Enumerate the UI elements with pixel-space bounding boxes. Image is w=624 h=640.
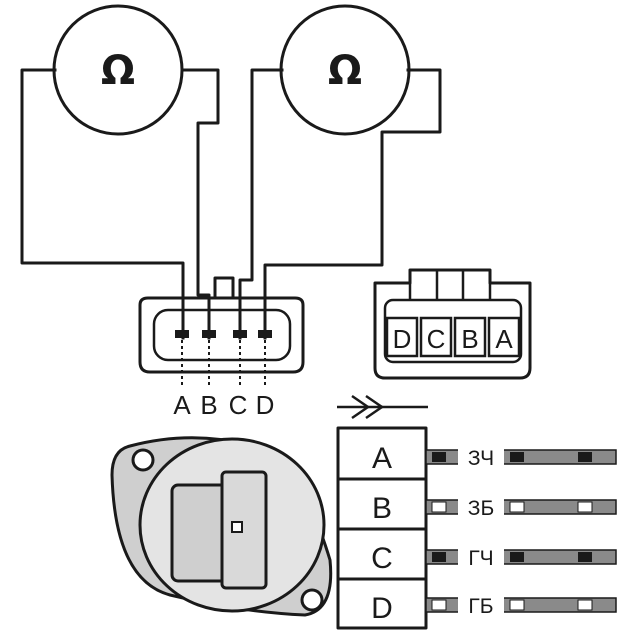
plug-pin-b: [202, 330, 216, 338]
socket-pin-label-d: D: [393, 324, 412, 354]
lead-meter2-d: [263, 68, 442, 340]
ohm-symbol-left: Ω: [101, 48, 135, 94]
socket-inner: [383, 298, 523, 364]
socket-pin-label-a: A: [495, 324, 513, 354]
sensor-body: [110, 436, 333, 617]
table-row-pin-c: C: [371, 542, 393, 575]
plug-pin-c: [233, 330, 247, 338]
wire-a: ЗЧ: [425, 444, 617, 470]
plug-inner: [152, 308, 292, 362]
plug-pin-label-c: C: [229, 390, 248, 420]
socket-cells: [385, 316, 521, 358]
plug-body: [138, 296, 305, 374]
plug-pin-label-a: A: [173, 390, 191, 420]
plug-pin-a: [175, 330, 189, 338]
sensor-notch: [231, 521, 243, 533]
ohmmeter-left: Ω: [52, 4, 184, 136]
wire-b: ЗБ: [425, 494, 617, 520]
direction-arrow-icon: [337, 394, 428, 420]
table-row-pin-a: A: [372, 442, 392, 475]
wire-d: ГБ: [425, 592, 617, 618]
ohm-symbol-right: Ω: [328, 48, 362, 94]
wire-label-c: ГЧ: [468, 547, 493, 570]
pin-leader-lines: [181, 340, 266, 385]
lead-meter1-b: [180, 68, 220, 340]
table-row-pin-b: B: [372, 492, 392, 525]
plug-latch: [213, 276, 235, 300]
sensor-element-right: [220, 470, 268, 590]
plug-pin-d: [258, 330, 272, 338]
plug-pin-label-d: D: [256, 390, 275, 420]
lead-meter1-a: [20, 68, 185, 340]
wire-label-b: ЗБ: [468, 497, 494, 520]
pin-table: A B C D: [336, 426, 428, 630]
socket-body: [373, 268, 532, 380]
wires: ЗЧ ЗБ ГЧ ГБ: [425, 444, 617, 618]
table-row-pin-d: D: [371, 592, 393, 625]
mount-hole-bottom: [300, 588, 324, 612]
wire-label-a: ЗЧ: [468, 447, 494, 470]
socket-pin-label-b: B: [461, 324, 478, 354]
ohmmeter-right: Ω: [279, 4, 411, 136]
wire-label-d: ГБ: [468, 595, 493, 618]
socket-pin-label-c: C: [427, 324, 446, 354]
plug-pin-label-b: B: [200, 390, 217, 420]
mount-hole-top: [131, 448, 155, 472]
plug-connector: A B C D: [138, 276, 305, 420]
wire-c: ГЧ: [425, 544, 617, 570]
socket-connector: D C B A: [373, 268, 532, 380]
